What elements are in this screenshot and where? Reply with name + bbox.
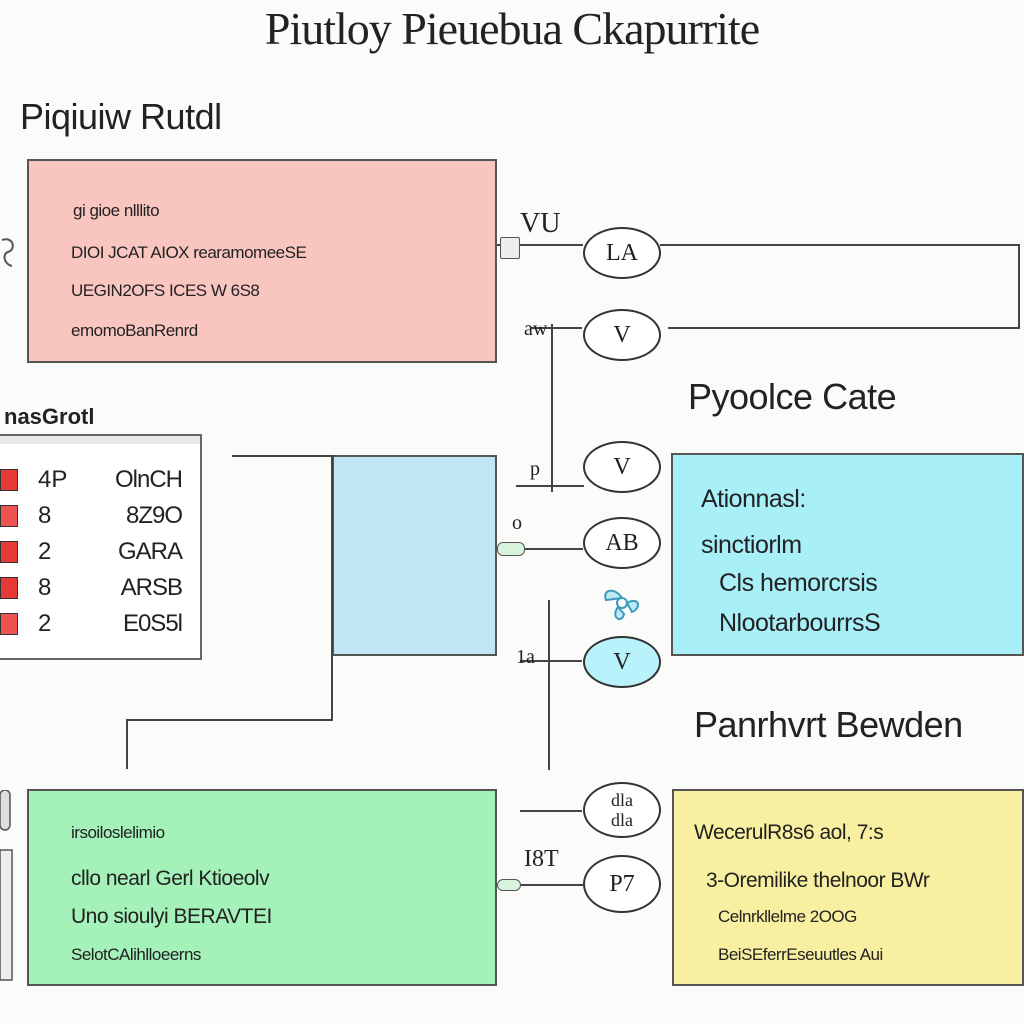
connector-label: p bbox=[530, 458, 540, 480]
yellow-line-3: Celnrkllelme 2OOG bbox=[718, 907, 857, 926]
node-label: V bbox=[613, 321, 631, 348]
pink-line-3: UEGIN2OFS ICES W 6S8 bbox=[71, 281, 260, 300]
connector-label: 1a bbox=[516, 646, 535, 668]
legend-row[interactable]: 4P OlnCH bbox=[0, 464, 198, 498]
connector-line bbox=[331, 455, 333, 721]
port-stub bbox=[500, 237, 520, 259]
node-label: V bbox=[613, 648, 631, 675]
connector-line bbox=[1018, 244, 1020, 328]
cyan-line-1: Ationnasl: bbox=[701, 485, 806, 513]
connector-line bbox=[530, 327, 582, 329]
legend-title: nasGrotl bbox=[4, 404, 95, 429]
port-stub bbox=[497, 879, 521, 891]
yellow-line-2: 3-Oremilike thelnoor BWr bbox=[706, 869, 930, 892]
fan-icon bbox=[604, 589, 639, 621]
pink-line-2: DIOI JCAT AIOX rearamomeeSE bbox=[71, 243, 307, 262]
yellow-line-4: BeiSEferrEseuutles Aui bbox=[718, 945, 883, 964]
legend-index: 8 bbox=[38, 502, 52, 529]
connector-line bbox=[497, 884, 583, 886]
node-label: dla bbox=[611, 790, 633, 810]
green-line-3: Uno sioulyi BERAVTEI bbox=[71, 905, 272, 928]
color-swatch-icon bbox=[0, 505, 18, 527]
node-cyan-v[interactable]: V bbox=[583, 636, 661, 688]
node-y[interactable]: V bbox=[583, 441, 661, 493]
green-line-1: irsoiloslelimio bbox=[71, 823, 165, 842]
connector-line bbox=[126, 719, 128, 769]
color-swatch-icon bbox=[0, 469, 18, 491]
legend-value: OlnCH bbox=[114, 466, 183, 493]
legend-row[interactable]: 8 ARSB bbox=[0, 572, 198, 606]
device-edge-icon bbox=[0, 790, 13, 981]
section-heading-right-mid: Pyoolce Cate bbox=[688, 376, 897, 417]
pink-line-1: gi gioe nlllito bbox=[73, 201, 160, 220]
node-label: dla bbox=[611, 810, 633, 830]
connector-line bbox=[520, 810, 582, 812]
pink-panel: gi gioe nlllito DIOI JCAT AIOX rearamome… bbox=[27, 159, 497, 363]
blue-panel bbox=[332, 455, 497, 656]
legend-value: ARSB bbox=[120, 574, 183, 601]
legend-panel: 4P OlnCH 8 8Z9O 2 GARA 8 ARSB 2 E0S5l bbox=[0, 434, 202, 660]
color-swatch-icon bbox=[0, 577, 18, 599]
connector-line bbox=[232, 455, 334, 457]
color-swatch-icon bbox=[0, 613, 18, 635]
node-label: P7 bbox=[609, 870, 635, 897]
section-heading-right-lower: Panrhvrt Bewden bbox=[694, 704, 963, 745]
cyan-panel: Ationnasl: sinctiorlm Cls hemorcrsis Nlo… bbox=[671, 453, 1024, 656]
green-line-4: SelotCAlihlloeerns bbox=[71, 945, 201, 964]
legend-value: E0S5l bbox=[122, 610, 183, 637]
connector-line bbox=[497, 244, 583, 246]
legend-row[interactable]: 2 GARA bbox=[0, 536, 198, 570]
page-title: Piutloy Pieuebua Ckapurrite bbox=[264, 3, 760, 54]
connector-line bbox=[668, 327, 1020, 329]
color-swatch-icon bbox=[0, 541, 18, 563]
legend-index: 4P bbox=[38, 466, 68, 493]
pink-line-4: emomoBanRenrd bbox=[71, 321, 198, 340]
connector-line bbox=[516, 485, 584, 487]
cyan-line-4: NlootarbourrsS bbox=[719, 609, 881, 637]
legend-row[interactable]: 2 E0S5l bbox=[0, 608, 198, 642]
legend-row[interactable]: 8 8Z9O bbox=[0, 500, 198, 534]
section-heading-top-left: Piqiuiw Rutdl bbox=[20, 96, 222, 137]
node-ab[interactable]: AB bbox=[583, 517, 661, 569]
green-line-2: cllo nearl Gerl Ktioeolv bbox=[71, 867, 270, 890]
node-label: AB bbox=[605, 529, 639, 556]
legend-index: 2 bbox=[38, 538, 52, 565]
connector-label: aw bbox=[524, 318, 548, 340]
connector-line bbox=[126, 719, 332, 721]
connector-line bbox=[660, 244, 1020, 246]
yellow-panel: WecerulR8s6 aol, 7:s 3-Oremilike thelnoo… bbox=[672, 789, 1024, 986]
cyan-line-3: Cls hemorcrsis bbox=[719, 569, 878, 597]
connector-line bbox=[548, 600, 550, 770]
connector-line bbox=[551, 324, 553, 492]
connector-label: VU bbox=[520, 208, 561, 239]
legend-index: 8 bbox=[38, 574, 52, 601]
connector-line bbox=[497, 548, 583, 550]
cyan-line-2: sinctiorlm bbox=[701, 531, 802, 559]
node-label: V bbox=[613, 453, 631, 480]
yellow-line-1: WecerulR8s6 aol, 7:s bbox=[694, 821, 884, 844]
port-stub bbox=[497, 542, 525, 556]
clip-icon bbox=[1, 238, 14, 267]
connector-line bbox=[520, 660, 582, 662]
green-panel: irsoiloslelimio cllo nearl Gerl Ktioeolv… bbox=[27, 789, 497, 986]
node-p7[interactable]: P7 bbox=[583, 855, 661, 913]
connector-label: I8T bbox=[524, 846, 559, 872]
legend-value: GARA bbox=[117, 538, 183, 565]
node-label: LA bbox=[606, 239, 638, 266]
node-la[interactable]: LA bbox=[583, 227, 661, 279]
legend-value: 8Z9O bbox=[125, 502, 183, 529]
node-v[interactable]: V bbox=[583, 309, 661, 361]
connector-label: o bbox=[512, 512, 522, 534]
legend-index: 2 bbox=[38, 610, 52, 637]
